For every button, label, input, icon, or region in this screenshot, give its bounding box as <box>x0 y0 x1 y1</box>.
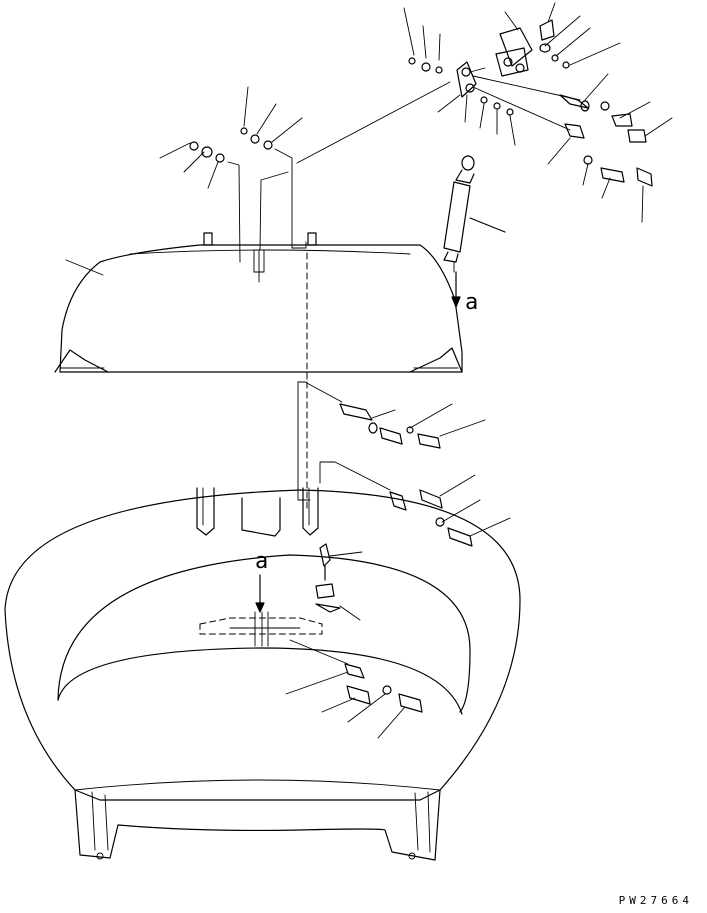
bolt-set-middle-upper <box>339 403 486 449</box>
damper-rod <box>559 94 647 143</box>
washer-set-left <box>189 127 273 163</box>
dome-cover <box>54 232 463 373</box>
tub-body <box>4 487 521 861</box>
bolt-set-upper-right <box>564 123 653 223</box>
drawing-code: PW27664 <box>618 894 693 907</box>
bolt-set-middle-lower <box>389 474 511 547</box>
view-label-a-tub: a <box>255 549 268 574</box>
bolt-set-lower <box>285 639 423 739</box>
latch-pin <box>315 543 363 621</box>
hinge-assembly-top <box>408 19 570 116</box>
callout-leaders <box>65 2 673 276</box>
view-label-a-cylinder: a <box>465 290 478 315</box>
gas-cylinder <box>443 155 506 273</box>
